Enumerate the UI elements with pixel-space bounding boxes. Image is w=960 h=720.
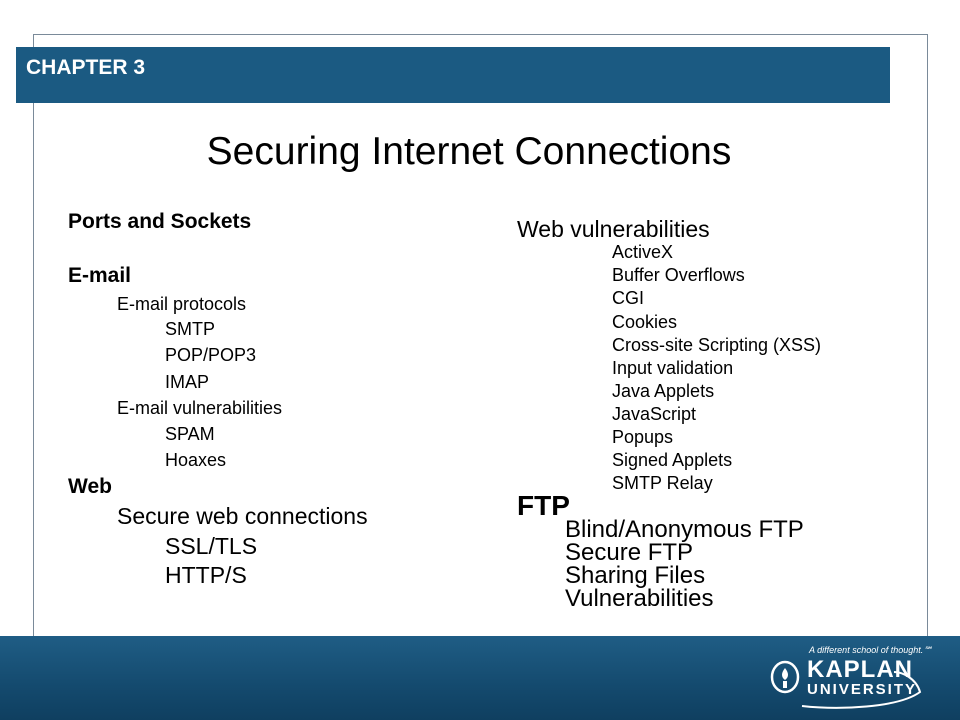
subtopic-email-protocols: E-mail protocols bbox=[117, 294, 247, 314]
item-spam: SPAM bbox=[165, 424, 215, 444]
list-item: Blind/Anonymous FTP bbox=[565, 516, 804, 543]
footer-bar bbox=[0, 636, 960, 720]
lamp-icon bbox=[770, 660, 800, 694]
topic-web: Web bbox=[68, 475, 112, 498]
logo-kaplan: KAPLAN bbox=[807, 656, 913, 683]
subtopic-email-vulnerabilities: E-mail vulnerabilities bbox=[117, 398, 283, 418]
item-smtp: SMTP bbox=[165, 319, 216, 339]
list-item: Sharing Files bbox=[565, 562, 706, 589]
list-item: Cross-site Scripting (XSS) bbox=[612, 335, 822, 355]
item-hoaxes: Hoaxes bbox=[165, 450, 227, 470]
list-item: Buffer Overflows bbox=[612, 265, 745, 285]
logo-university: UNIVERSITY bbox=[807, 681, 918, 698]
chapter-header-bar bbox=[16, 47, 890, 103]
list-item: Popups bbox=[612, 427, 674, 447]
chapter-label: CHAPTER 3 bbox=[26, 56, 146, 79]
topic-email: E-mail bbox=[68, 264, 132, 287]
topic-web-vulnerabilities: Web vulnerabilities bbox=[517, 216, 710, 242]
list-item: Vulnerabilities bbox=[565, 585, 714, 612]
list-item: ActiveX bbox=[612, 242, 674, 262]
footer-tagline: A different school of thought.℠ bbox=[809, 645, 933, 655]
item-ssl-tls: SSL/TLS bbox=[165, 533, 258, 559]
list-item: JavaScript bbox=[612, 404, 697, 424]
list-item: Cookies bbox=[612, 312, 678, 332]
item-https: HTTP/S bbox=[165, 562, 247, 588]
topic-ftp: FTP bbox=[517, 490, 570, 521]
list-item: SMTP Relay bbox=[612, 473, 713, 493]
slide-title: Securing Internet Connections bbox=[206, 130, 732, 173]
item-imap: IMAP bbox=[165, 372, 210, 392]
topic-ports-sockets: Ports and Sockets bbox=[68, 210, 252, 233]
list-item: CGI bbox=[612, 288, 645, 308]
list-item: Signed Applets bbox=[612, 450, 733, 470]
item-pop: POP/POP3 bbox=[165, 345, 257, 365]
subtopic-secure-web: Secure web connections bbox=[117, 503, 368, 529]
list-item: Secure FTP bbox=[565, 539, 694, 566]
list-item: Input validation bbox=[612, 358, 734, 378]
list-item: Java Applets bbox=[612, 381, 715, 401]
logo-swoosh bbox=[801, 671, 922, 709]
